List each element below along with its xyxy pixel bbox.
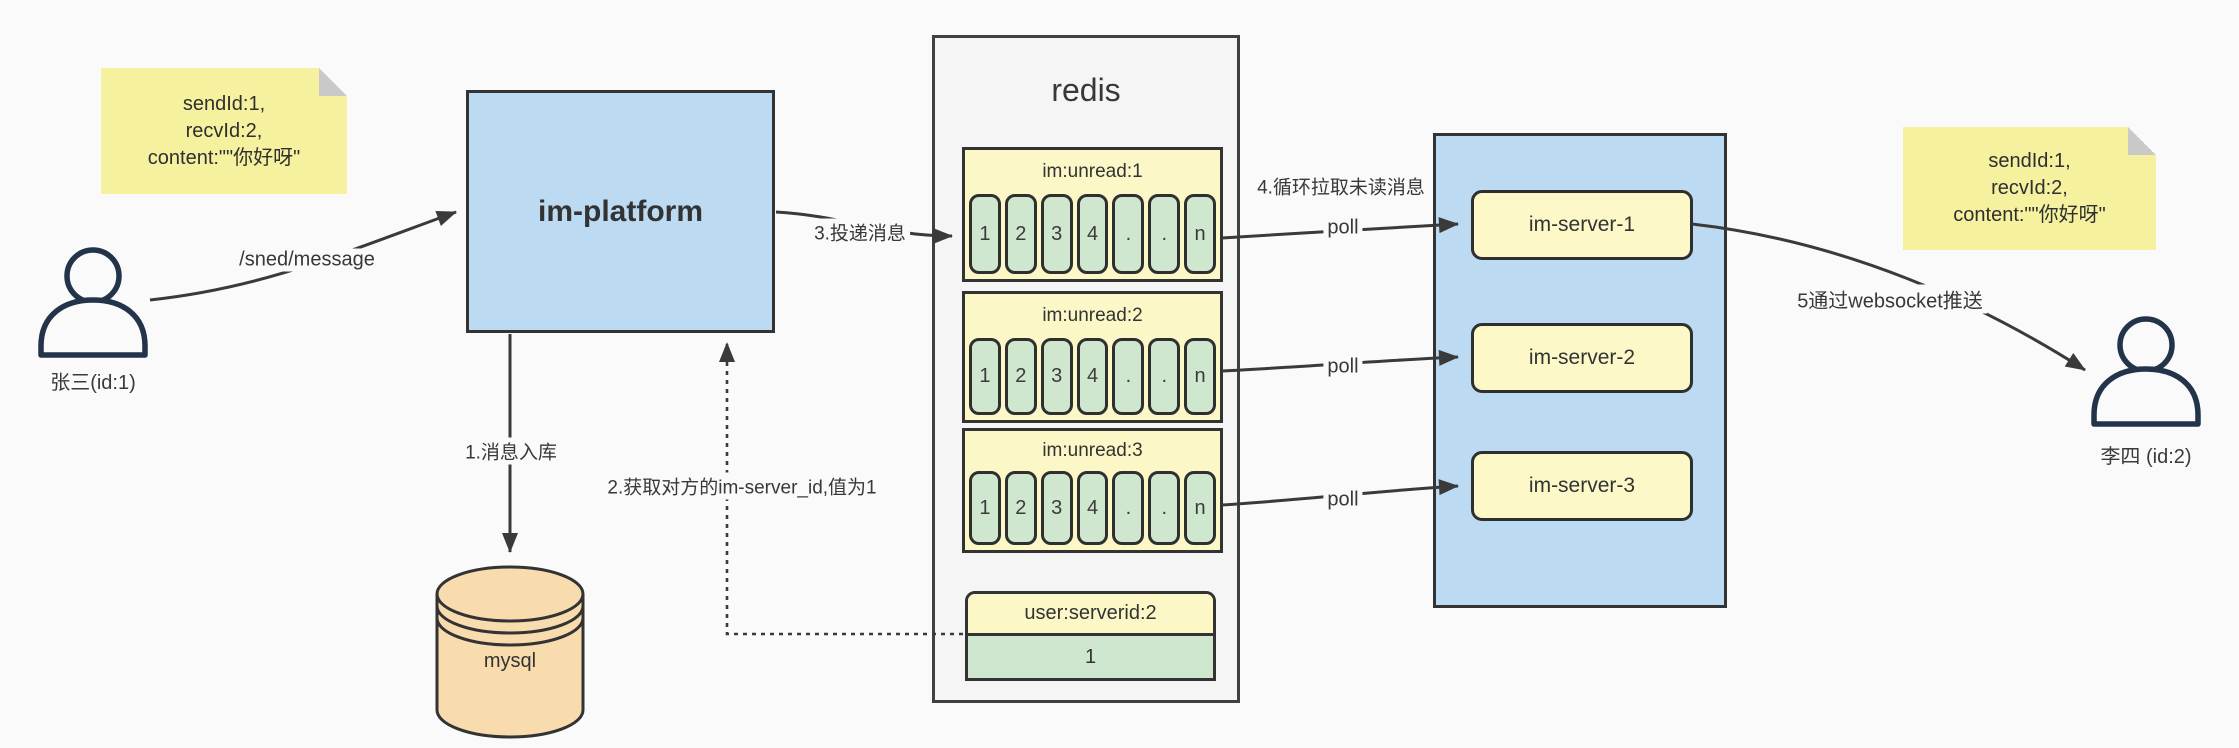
queue-cell: . [1148,471,1181,545]
sender-name-label: 张三(id:1) [50,372,136,394]
redis-queue-unread-3: im:unread:3 1 2 3 4 . . n [962,428,1223,553]
queue-header: im:unread:1 [1042,161,1143,182]
im-server-1-box: im-server-1 [1471,190,1693,260]
edge-label-poll-3: poll [1323,488,1363,512]
edge-label-step5: 5通过websocket推送 [1793,284,1987,314]
user-icon-sender [38,247,148,358]
note-fold-corner-icon [2128,127,2156,155]
queue-cells: 1 2 3 4 . . n [965,471,1220,550]
queue-cell: 1 [969,471,1001,545]
edge-label-poll-1: poll [1323,216,1363,240]
redis-kv-user-serverid: user:serverid:2 1 [965,591,1216,681]
im-server-3-box: im-server-3 [1471,451,1693,521]
queue-cell: 3 [1040,338,1073,415]
sticky-note-receiver-payload: sendId:1, recvId:2, content:""你好呀" [1903,127,2156,250]
kv-header: user:serverid:2 [968,594,1213,636]
edge-label-step1: 1.消息入库 [461,437,561,465]
queue-cell: n [1184,338,1217,415]
queue-cell: 3 [1040,194,1073,274]
mysql-label: mysql [483,650,537,672]
queue-cells: 1 2 3 4 . . n [965,194,1220,279]
redis-container: redis im:unread:1 1 2 3 4 . . n im:unrea… [932,35,1240,703]
queue-cell: 1 [969,338,1001,415]
im-server-cluster: im-server-1 im-server-2 im-server-3 [1433,133,1727,608]
redis-title: redis [1051,72,1121,108]
note-line: sendId:1, [1988,150,2071,172]
queue-cell: 4 [1076,471,1109,545]
note-line: content:""你好呀" [1953,204,2106,226]
edge-label-send-message: /sned/message [235,248,379,272]
queue-cell: . [1112,471,1145,545]
note-line: recvId:2, [185,119,263,142]
kv-value: 1 [968,636,1213,678]
redis-queue-unread-1: im:unread:1 1 2 3 4 . . n [962,147,1223,282]
queue-header: im:unread:2 [1042,305,1143,326]
edge-label-step4: 4.循环拉取未读消息 [1252,176,1430,200]
note-line: sendId:1, [182,92,266,115]
user-icon-receiver [2091,316,2201,427]
queue-cell: n [1184,471,1217,545]
queue-cell: . [1148,338,1181,415]
queue-cell: . [1112,338,1145,415]
queue-cell: 1 [969,194,1001,274]
mysql-database-icon [435,565,585,739]
queue-cell: . [1148,194,1181,274]
receiver-name-label: 李四 (id:2) [2100,446,2192,468]
edge-label-step3: 3.投递消息 [810,218,910,246]
note-line: recvId:2, [1991,177,2068,199]
queue-cells: 1 2 3 4 . . n [965,338,1220,420]
im-server-2-box: im-server-2 [1471,323,1693,393]
im-platform-label: im-platform [538,194,703,228]
note-fold-corner-icon [319,68,347,96]
queue-cell: 2 [1004,471,1037,545]
queue-cell: . [1112,194,1145,274]
sticky-note-sender-payload: sendId:1, recvId:2, content:""你好呀" [101,68,347,194]
note-line: content:""你好呀" [147,146,301,169]
queue-cell: 4 [1076,194,1109,274]
edge-label-poll-2: poll [1323,355,1363,379]
queue-cell: 4 [1076,338,1109,415]
queue-cell: n [1184,194,1217,274]
im-platform-box: im-platform [466,90,775,333]
edge-label-step2: 2.获取对方的im-server_id,值为1 [603,472,881,500]
redis-queue-unread-2: im:unread:2 1 2 3 4 . . n [962,291,1223,423]
queue-cell: 2 [1004,194,1037,274]
queue-cell: 2 [1004,338,1037,415]
queue-header: im:unread:3 [1042,440,1143,461]
queue-cell: 3 [1040,471,1073,545]
